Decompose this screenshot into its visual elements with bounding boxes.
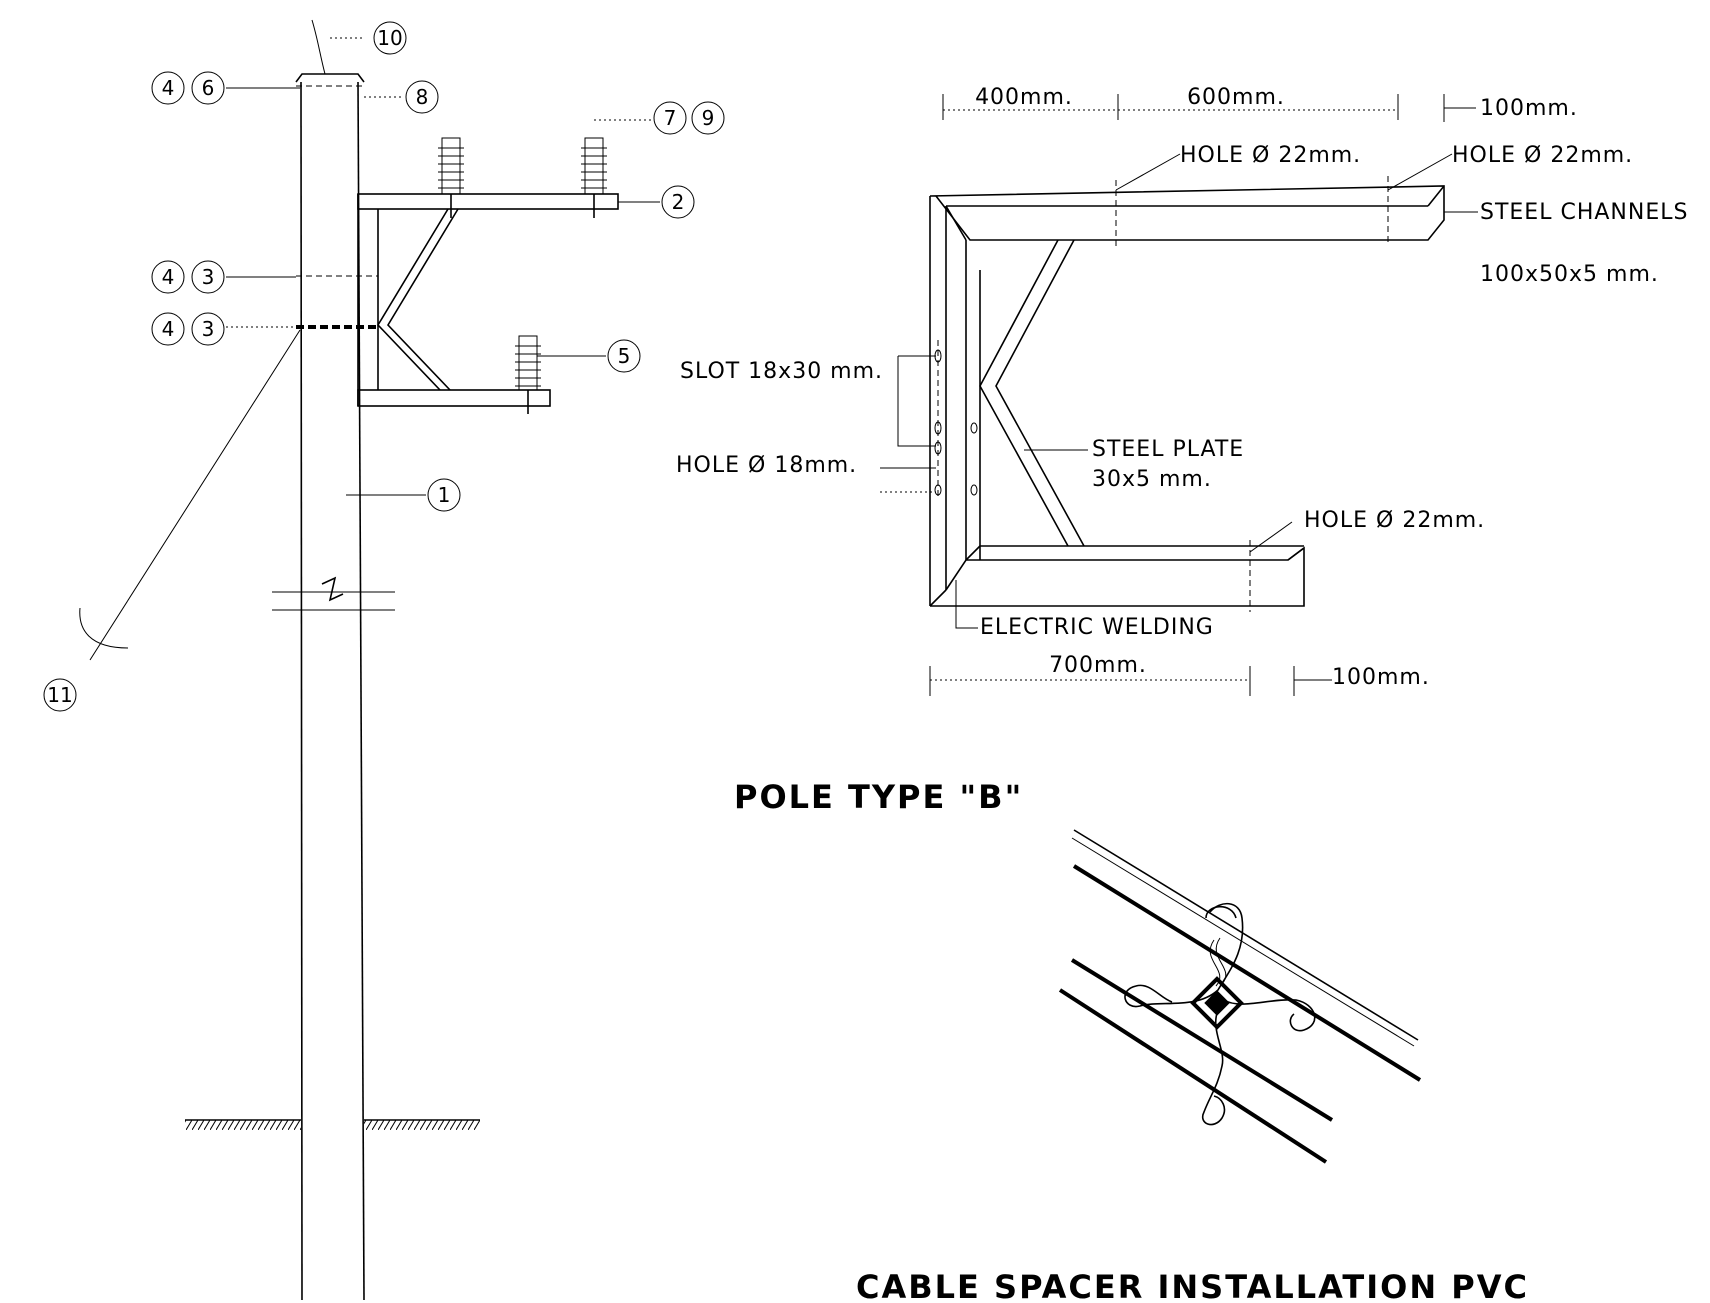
guy-wire bbox=[79, 329, 301, 661]
insulator-1 bbox=[438, 137, 464, 218]
cable-spacer-illustration bbox=[1058, 829, 1422, 1164]
callout-8: 8 bbox=[405, 80, 439, 114]
callout-6: 6 bbox=[191, 71, 225, 105]
callout-4-top: 4 bbox=[151, 71, 185, 105]
label-hole-22-bottom: HOLE Ø 22mm. bbox=[1304, 508, 1485, 533]
callout-4-mid: 4 bbox=[151, 260, 185, 294]
dim-100mm-top: 100mm. bbox=[1480, 96, 1578, 121]
svg-text:11: 11 bbox=[47, 683, 72, 707]
callout-9: 9 bbox=[691, 101, 725, 135]
ground-hatch-left bbox=[185, 1120, 301, 1130]
dim-600mm: 600mm. bbox=[1187, 85, 1285, 110]
callout-2: 2 bbox=[661, 185, 695, 219]
pole-right-edge bbox=[357, 81, 365, 1301]
crossarm-bracket bbox=[357, 193, 619, 407]
crossarm-detail: 400mm. 600mm. 100mm. HOLE Ø 22mm. HOLE Ø… bbox=[676, 85, 1688, 696]
svg-text:4: 4 bbox=[162, 76, 175, 100]
svg-text:6: 6 bbox=[202, 76, 215, 100]
svg-text:9: 9 bbox=[702, 106, 715, 130]
pole-break-lines bbox=[272, 591, 395, 611]
label-steel-channels-size: 100x50x5 mm. bbox=[1480, 262, 1659, 287]
svg-text:5: 5 bbox=[618, 344, 631, 368]
label-steel-plate: STEEL PLATE bbox=[1092, 437, 1244, 462]
callout-10: 10 bbox=[373, 21, 407, 55]
svg-text:8: 8 bbox=[416, 85, 429, 109]
svg-text:3: 3 bbox=[202, 265, 215, 289]
svg-text:3: 3 bbox=[202, 317, 215, 341]
callout-7: 7 bbox=[653, 101, 687, 135]
label-hole-22-right: HOLE Ø 22mm. bbox=[1452, 143, 1633, 168]
callout-4-low: 4 bbox=[151, 312, 185, 346]
callout-3-low: 3 bbox=[191, 312, 225, 346]
svg-text:4: 4 bbox=[162, 317, 175, 341]
pole-left-edge bbox=[300, 81, 303, 1301]
dim-400mm: 400mm. bbox=[975, 85, 1073, 110]
callout-1: 1 bbox=[427, 478, 461, 512]
label-slot: SLOT 18x30 mm. bbox=[680, 359, 883, 384]
dim-100mm-bottom: 100mm. bbox=[1332, 665, 1430, 690]
pole-top-cap bbox=[295, 73, 365, 83]
title-cable-spacer: CABLE SPACER INSTALLATION PVC bbox=[856, 1268, 1529, 1303]
svg-text:1: 1 bbox=[438, 483, 451, 507]
ground-hatch-right bbox=[364, 1120, 480, 1130]
svg-text:4: 4 bbox=[162, 265, 175, 289]
svg-text:2: 2 bbox=[672, 190, 685, 214]
pole-elevation: 10 4 6 8 7 9 2 4 3 4 3 5 1 11 bbox=[43, 19, 725, 1301]
callout-5: 5 bbox=[607, 339, 641, 373]
label-electric-welding: ELECTRIC WELDING bbox=[980, 615, 1214, 640]
insulator-3 bbox=[515, 335, 541, 414]
svg-text:10: 10 bbox=[377, 26, 402, 50]
callout-3-mid: 3 bbox=[191, 260, 225, 294]
callout-11: 11 bbox=[43, 678, 77, 712]
label-hole-22-left: HOLE Ø 22mm. bbox=[1180, 143, 1361, 168]
label-hole-18: HOLE Ø 18mm. bbox=[676, 453, 857, 478]
label-steel-plate-size: 30x5 mm. bbox=[1092, 467, 1212, 492]
svg-text:7: 7 bbox=[664, 106, 677, 130]
insulator-2 bbox=[581, 137, 607, 218]
ground-wire bbox=[311, 19, 326, 75]
dim-700mm: 700mm. bbox=[1049, 653, 1147, 678]
label-steel-channels: STEEL CHANNELS bbox=[1480, 200, 1688, 225]
title-pole-type-b: POLE TYPE "B" bbox=[734, 778, 1023, 816]
